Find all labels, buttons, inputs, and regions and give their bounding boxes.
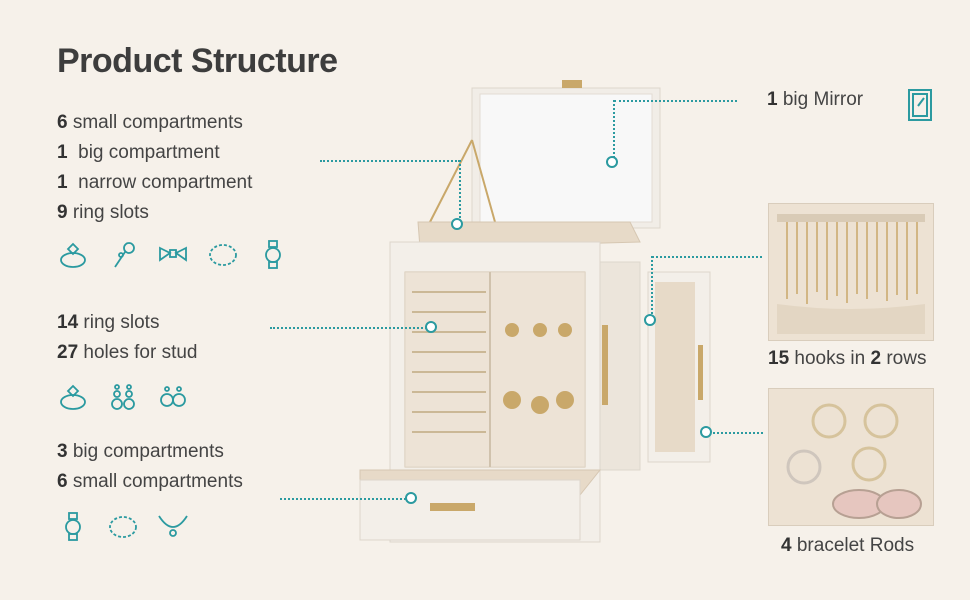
middle-icons [57,382,189,412]
callout-line [651,256,653,318]
callout-pin [644,314,656,326]
necklace-icon [158,515,188,537]
callout-pin [425,321,437,333]
stud-earrings-icon [160,386,186,407]
bracelet-icon [109,516,137,538]
watch-icon [65,512,81,541]
feature-line: 3 big compartments [57,441,224,462]
bottom-icons [57,512,189,542]
feature-line: 9 ring slots [57,202,149,223]
drawer-handle [430,503,475,511]
callout-pin [700,426,712,438]
callout-line [280,498,410,500]
watch-icon [265,240,281,269]
ring-icon [60,384,86,410]
feature-line: 6 small compartments [57,471,243,492]
feature-line: 6 small compartments [57,112,243,133]
mirror-label: 1 big Mirror [767,89,864,110]
callout-line [708,432,763,434]
mirror-icon [908,89,932,121]
callout-line [320,160,460,162]
brooch-icon [114,242,135,268]
callout-line [459,160,461,222]
drop-earrings-icon [111,384,135,410]
feature-line: 27 holes for stud [57,342,198,363]
hooks-label: 15 hooks in 2 rows [768,348,927,369]
ring-icon [60,242,86,268]
page-title: Product Structure [57,42,338,80]
callout-pin [405,492,417,504]
feature-line: 14 ring slots [57,312,160,333]
bracelet-icon [209,244,237,266]
callout-line [614,100,737,102]
feature-line: 1 big compartment [57,142,220,163]
callout-line [613,100,615,158]
rods-label: 4 bracelet Rods [781,535,915,556]
lid-clasp [562,80,582,88]
feature-line: 1 narrow compartment [57,172,253,193]
callout-pin [606,156,618,168]
bow-tie-icon [159,246,187,262]
hooks-photo [768,203,934,341]
callout-pin [451,218,463,230]
callout-line [270,327,430,329]
callout-line [652,256,762,258]
bracelet-rods-photo [768,388,934,526]
top-icons [57,240,289,270]
